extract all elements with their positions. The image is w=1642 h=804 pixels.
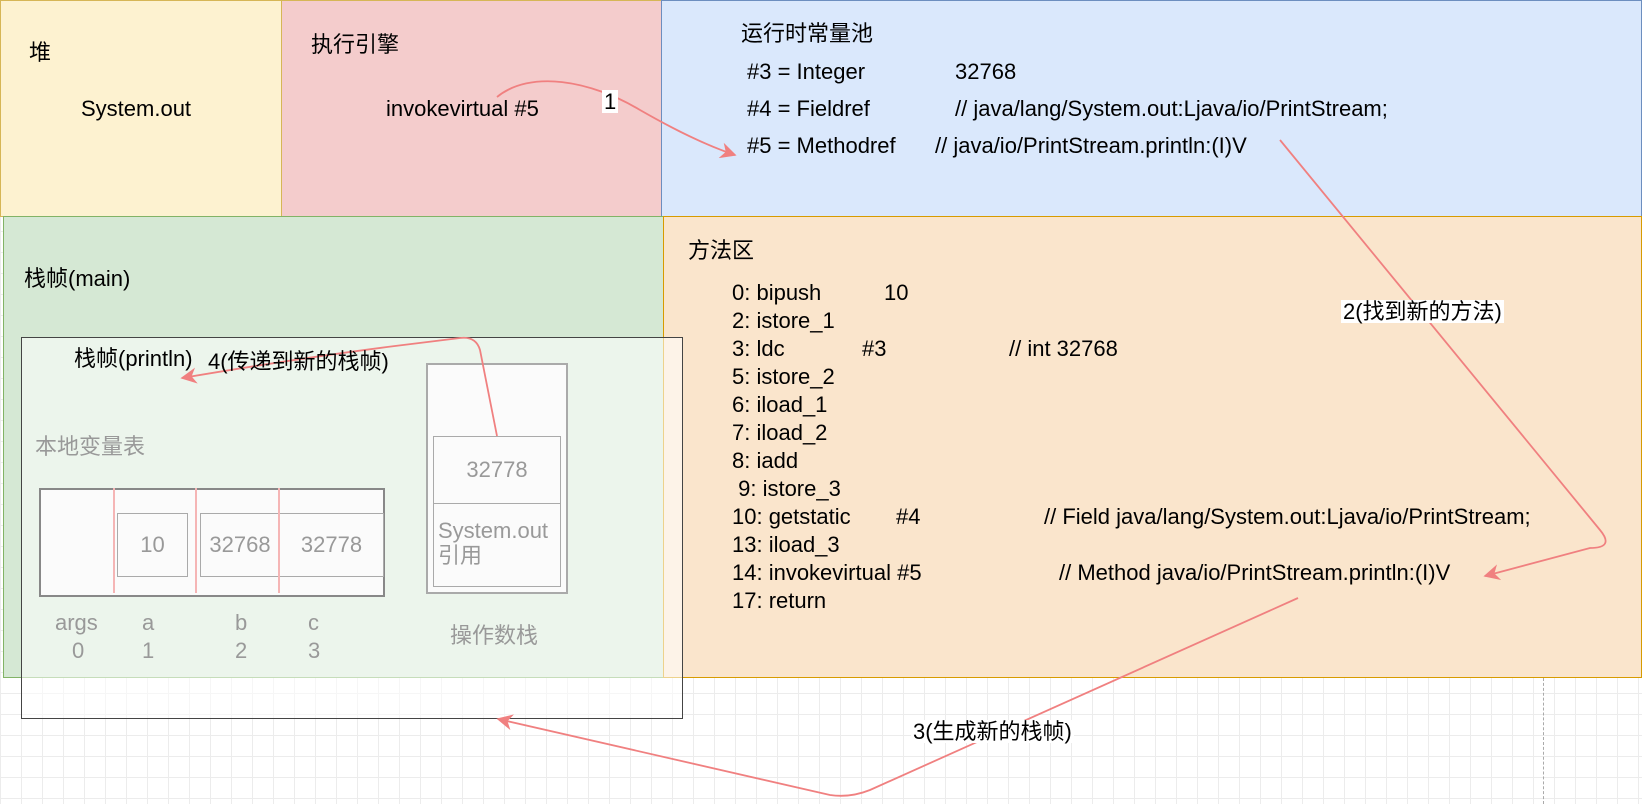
local-name-a: a (142, 610, 155, 635)
pool-row-ref: #4 = Fieldref (747, 96, 870, 121)
dashed-guide-line (1543, 678, 1544, 804)
step-3-label: 3(生成新的栈帧) (911, 719, 1074, 744)
bytecode-line: 10: getstatic (732, 504, 851, 529)
bytecode-line: 8: iadd (732, 448, 799, 473)
runtime-constant-pool: 运行时常量池 #3 = Integer 32768 #4 = Fieldref … (661, 0, 1642, 217)
engine-title: 执行引擎 (311, 32, 400, 57)
bytecode-comment: // int 32768 (1009, 336, 1118, 361)
slot-divider (278, 488, 280, 593)
bytecode-line: 13: iload_3 (732, 532, 840, 557)
slot-divider (195, 488, 197, 593)
bytecode-arg: #4 (896, 504, 921, 529)
heap-item-system-out: System.out (81, 96, 192, 121)
bytecode-line: 9: istore_3 (732, 476, 841, 501)
local-index-3: 3 (308, 638, 321, 663)
pool-row-value: 32768 (955, 59, 1017, 84)
bytecode-line: 17: return (732, 588, 827, 613)
operand-stack-title: 操作数栈 (450, 623, 539, 648)
local-name-args: args (55, 610, 98, 635)
bytecode-arg: 10 (884, 280, 909, 305)
bytecode-line: 6: iload_1 (732, 392, 828, 417)
pool-row-value: // java/io/PrintStream.println:(I)V (935, 133, 1247, 158)
heap-title: 堆 (29, 40, 52, 65)
step-2-label: 2(找到新的方法) (1341, 299, 1504, 324)
frame-println-title: 栈帧(println) (74, 346, 193, 371)
pool-row-ref: #3 = Integer (747, 59, 866, 84)
bytecode-line: 5: istore_2 (732, 364, 835, 389)
bytecode-line: 2: istore_1 (732, 308, 835, 333)
local-index-2: 2 (235, 638, 248, 663)
local-slot-a: 10 (117, 513, 188, 577)
heap-region: 堆 System.out (0, 0, 282, 217)
pool-row-value: // java/lang/System.out:Ljava/io/PrintSt… (955, 96, 1388, 121)
local-name-c: c (308, 610, 319, 635)
pool-title: 运行时常量池 (741, 21, 874, 46)
method-area-title: 方法区 (688, 238, 755, 263)
local-slot-c: 32778 (279, 513, 384, 577)
operand-stack-top: 32778 (433, 436, 561, 504)
local-index-1: 1 (142, 638, 155, 663)
local-name-b: b (235, 610, 248, 635)
method-area: 方法区 0: bipush 10 2: istore_1 3: ldc #3 // int… (663, 216, 1642, 678)
operand-stack-bottom: System.out 引用 (433, 503, 561, 587)
slot-divider (113, 488, 115, 593)
bytecode-comment: // Field java/lang/System.out:Ljava/io/P… (1044, 504, 1531, 529)
bytecode-line: 14: invokevirtual #5 (732, 560, 922, 585)
bytecode-line: 0: bipush (732, 280, 822, 305)
local-index-0: 0 (72, 638, 85, 663)
step-4-label: 4(传递到新的栈帧) (208, 349, 389, 374)
step-1-label: 1 (602, 89, 619, 114)
engine-instruction: invokevirtual #5 (386, 96, 539, 121)
bytecode-comment: // Method java/io/PrintStream.println:(I… (1059, 560, 1451, 585)
bytecode-line: 3: ldc (732, 336, 785, 361)
bytecode-line: 7: iload_2 (732, 420, 828, 445)
pool-row-ref: #5 = Methodref (747, 133, 896, 158)
local-slot-b: 32768 (200, 513, 280, 577)
local-variable-table-title: 本地变量表 (35, 434, 146, 459)
bytecode-arg: #3 (862, 336, 887, 361)
frame-main-title: 栈帧(main) (24, 266, 131, 291)
